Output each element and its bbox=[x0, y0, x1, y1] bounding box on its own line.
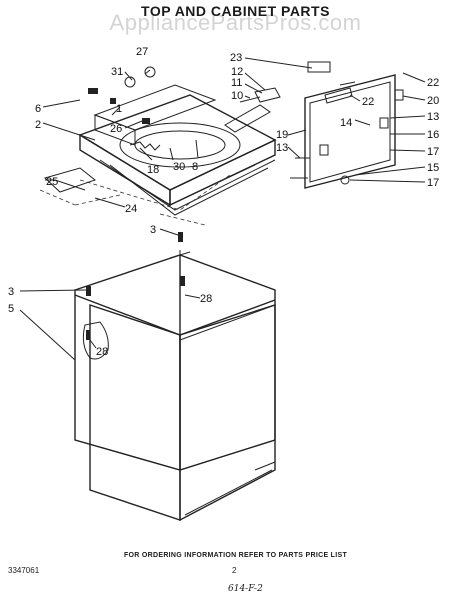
callout-28-upper: 28 bbox=[200, 293, 212, 305]
callout-6: 6 bbox=[35, 103, 41, 115]
callout-12: 12 bbox=[231, 66, 243, 78]
document-number: 3347061 bbox=[8, 566, 40, 575]
callout-8: 8 bbox=[192, 161, 198, 173]
callout-19: 19 bbox=[276, 129, 288, 141]
lid-drawing bbox=[239, 61, 404, 189]
callout-22-inner: 22 bbox=[362, 96, 374, 108]
callout-13-right: 13 bbox=[427, 111, 439, 123]
handwritten-note: 614-F-2 bbox=[228, 584, 263, 594]
callout-22: 22 bbox=[427, 77, 439, 89]
cabinet-drawing bbox=[74, 232, 276, 522]
callout-3-upper: 3 bbox=[150, 224, 156, 236]
callout-14: 14 bbox=[340, 117, 352, 129]
callout-5: 5 bbox=[8, 303, 14, 315]
callout-labels: 6 2 1 27 31 26 25 24 18 30 8 23 12 11 10… bbox=[8, 46, 439, 358]
callout-17-bottom: 17 bbox=[427, 177, 439, 189]
top-panel-drawing bbox=[44, 66, 277, 216]
callout-23: 23 bbox=[230, 52, 242, 64]
leader-lines bbox=[19, 57, 426, 361]
callout-25: 25 bbox=[46, 176, 58, 188]
callout-30: 30 bbox=[173, 161, 185, 173]
callout-11: 11 bbox=[231, 77, 242, 89]
page-number: 2 bbox=[232, 566, 237, 575]
ordering-info: FOR ORDERING INFORMATION REFER TO PARTS … bbox=[123, 552, 348, 559]
callout-16: 16 bbox=[427, 129, 439, 141]
callout-2: 2 bbox=[35, 119, 41, 131]
callout-17-top: 17 bbox=[427, 146, 439, 158]
page-title: TOP AND CABINET PARTS bbox=[141, 3, 330, 19]
callout-20: 20 bbox=[427, 95, 439, 107]
callout-24: 24 bbox=[125, 203, 137, 215]
callout-31: 31 bbox=[111, 66, 123, 78]
watermark: AppliancePartsPros.com bbox=[109, 10, 362, 35]
callout-13-left: 13 bbox=[276, 142, 288, 154]
callout-27: 27 bbox=[136, 46, 148, 58]
callout-3-lower: 3 bbox=[8, 286, 14, 298]
callout-15: 15 bbox=[427, 162, 439, 174]
callout-18: 18 bbox=[147, 164, 159, 176]
callout-28-lower: 28 bbox=[96, 346, 108, 358]
callout-1: 1 bbox=[116, 103, 122, 115]
callout-10: 10 bbox=[231, 90, 243, 102]
callout-26: 26 bbox=[110, 123, 122, 135]
